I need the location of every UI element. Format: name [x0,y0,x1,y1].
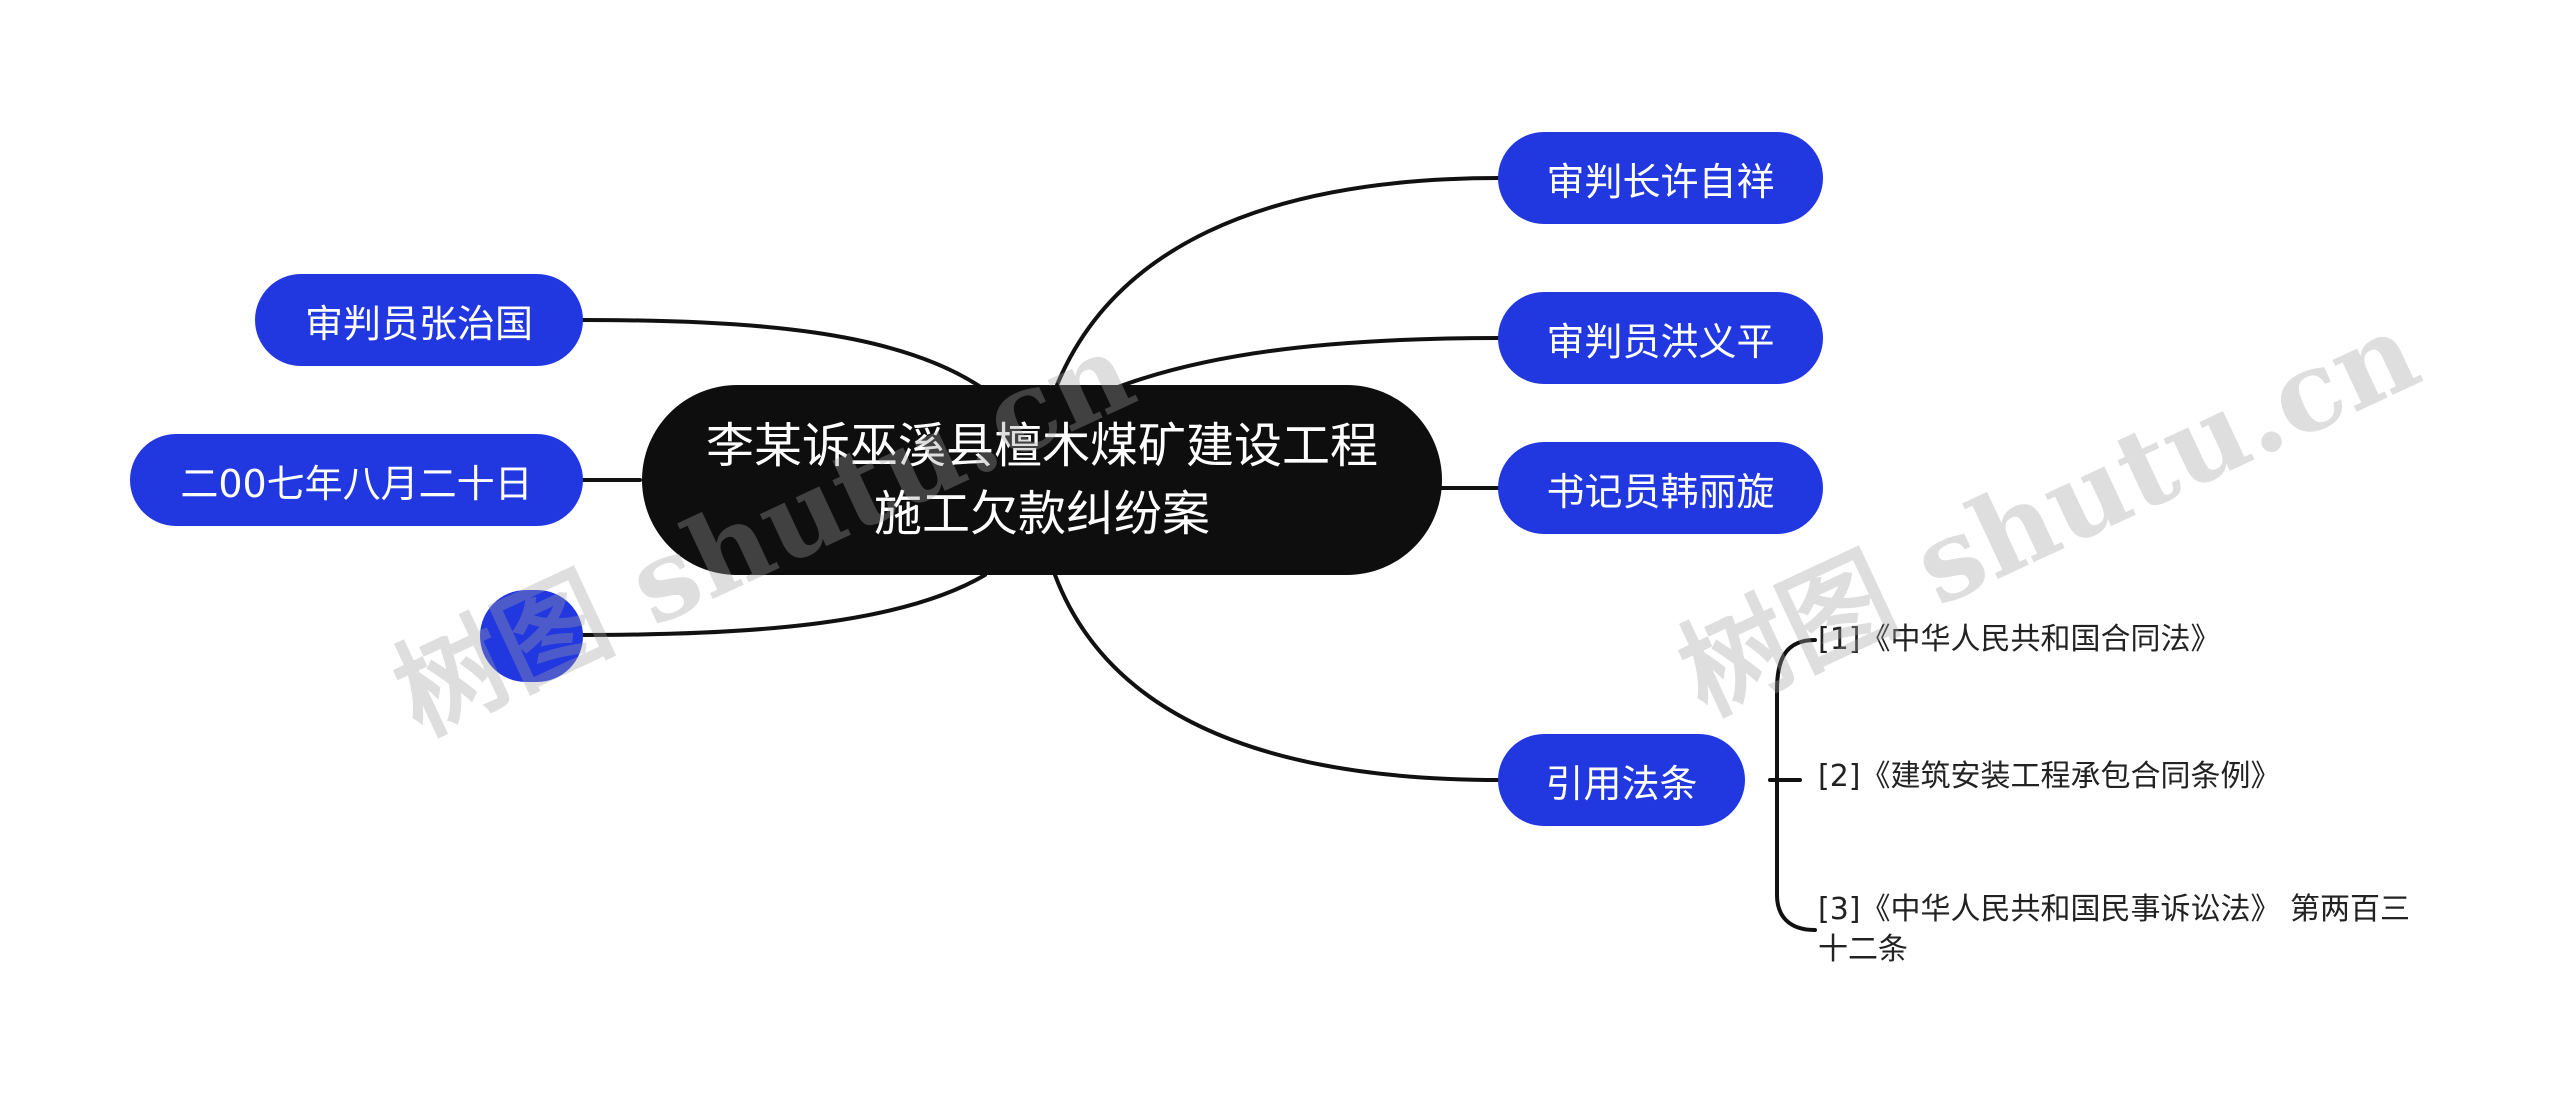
connector-root-to-cited-laws [1053,573,1502,782]
branch-judge-hong[interactable]: 审判员洪义平 [1498,292,1823,384]
branch-empty-node[interactable] [480,590,583,682]
connector-root-to-judge-zhang [578,318,987,392]
branch-judge-zhang[interactable]: 审判员张治国 [255,274,583,366]
bracket-cited-laws [1775,638,1817,932]
connector-root-to-empty-node [578,573,987,637]
connector-root-to-presiding-judge [1053,176,1502,392]
branch-label: 书记员韩丽旋 [1546,469,1775,514]
branch-date[interactable]: 二00七年八月二十日 [130,434,583,526]
cited-law-1[interactable]: [1]《中华人民共和国合同法》 [1818,620,2418,660]
branch-label: 审判长许自祥 [1546,159,1775,204]
cited-law-2[interactable]: [2]《建筑安装工程承包合同条例》 [1818,757,2418,797]
branch-presiding-judge[interactable]: 审判长许自祥 [1498,132,1823,224]
root-node[interactable]: 李某诉巫溪县檀木煤矿建设工程施工欠款纠纷案 [642,385,1442,575]
branch-clerk[interactable]: 书记员韩丽旋 [1498,442,1823,534]
leaf-label: [2]《建筑安装工程承包合同条例》 [1818,759,2281,794]
leaf-label: [1]《中华人民共和国合同法》 [1818,622,2221,657]
branch-cited-laws[interactable]: 引用法条 [1498,734,1745,826]
leaf-label: [3]《中华人民共和国民事诉讼法》 第两百三十二条 [1818,892,2411,967]
root-label: 李某诉巫溪县檀木煤矿建设工程施工欠款纠纷案 [705,418,1378,542]
branch-label: 二00七年八月二十日 [180,461,533,506]
connector-root-to-judge-hong [1108,336,1502,392]
cited-law-3[interactable]: [3]《中华人民共和国民事诉讼法》 第两百三十二条 [1818,890,2428,970]
branch-label: 引用法条 [1545,761,1698,806]
branch-label: 审判员张治国 [304,301,533,346]
branch-label: 审判员洪义平 [1546,319,1775,364]
